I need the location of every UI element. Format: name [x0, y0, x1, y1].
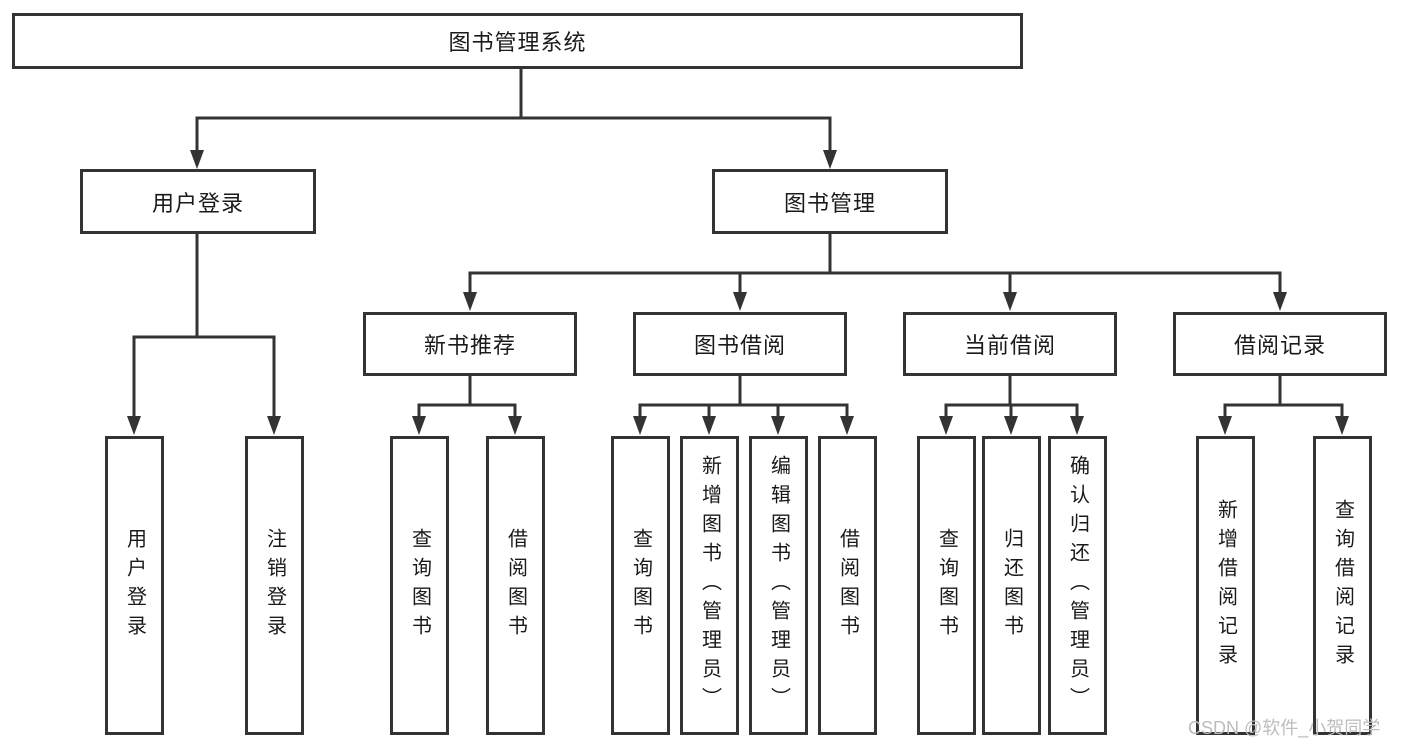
leaf-label: 查询图书: [935, 527, 958, 644]
leaf-label: 查询图书: [408, 527, 431, 644]
connector-line: [132, 335, 276, 417]
leaf-label: 注销登录: [263, 527, 286, 644]
arrowhead: [1004, 416, 1018, 435]
leaf-query-borrow-record: 查询借阅记录: [1313, 436, 1372, 735]
arrowhead: [771, 416, 785, 435]
node-user-login-group: 用户登录: [80, 169, 316, 234]
leaf-label: 查询图书: [629, 527, 652, 644]
leaf-label: 归还图书: [1000, 527, 1023, 644]
node-label: 用户登录: [151, 190, 244, 216]
arrowhead: [190, 150, 204, 169]
leaf-label: 借阅图书: [504, 527, 527, 644]
arrowhead: [733, 292, 747, 311]
leaf-label: 编辑图书（管理员）: [767, 455, 790, 716]
arrowhead: [702, 416, 716, 435]
node-label: 图书管理: [783, 190, 876, 216]
arrowhead: [633, 416, 647, 435]
arrowhead: [508, 416, 522, 435]
connector-line: [468, 271, 1282, 293]
leaf-borrow-books-2: 借阅图书: [818, 436, 877, 735]
node-root-label: 图书管理系统: [448, 30, 587, 55]
leaf-label: 用户登录: [123, 527, 146, 644]
leaf-edit-book-admin: 编辑图书（管理员）: [749, 436, 808, 735]
leaf-return-book: 归还图书: [982, 436, 1041, 735]
node-label: 当前借阅: [963, 333, 1056, 358]
leaf-logout: 注销登录: [245, 436, 304, 735]
node-label: 新书推荐: [423, 333, 516, 358]
arrowhead: [463, 292, 477, 311]
leaf-label: 查询借阅记录: [1331, 498, 1354, 673]
leaf-label: 确认归还（管理员）: [1066, 455, 1089, 716]
leaf-borrow-books-1: 借阅图书: [486, 436, 545, 735]
leaf-query-books-1: 查询图书: [390, 436, 449, 735]
arrowhead: [1003, 292, 1017, 311]
leaf-label: 新增图书（管理员）: [698, 455, 721, 716]
node-label: 图书借阅: [693, 333, 786, 358]
node-borrow-records: 借阅记录: [1173, 312, 1387, 376]
connector-line: [195, 116, 832, 151]
leaf-label: 新增借阅记录: [1214, 498, 1237, 673]
leaf-query-books-3: 查询图书: [917, 436, 976, 735]
node-book-management-group: 图书管理: [712, 169, 948, 234]
leaf-label: 借阅图书: [836, 527, 859, 644]
node-root: 图书管理系统: [12, 13, 1023, 69]
leaf-confirm-return-admin: 确认归还（管理员）: [1048, 436, 1107, 735]
node-book-borrow: 图书借阅: [633, 312, 847, 376]
node-new-book-recommend: 新书推荐: [363, 312, 577, 376]
connector-line: [417, 403, 517, 417]
arrowhead: [127, 416, 141, 435]
node-current-borrow: 当前借阅: [903, 312, 1117, 376]
leaf-add-borrow-record: 新增借阅记录: [1196, 436, 1255, 735]
arrowhead: [1273, 292, 1287, 311]
watermark: CSDN @软件_小贺同学: [1188, 718, 1381, 738]
connector-line: [1223, 403, 1344, 417]
leaf-query-books-2: 查询图书: [611, 436, 670, 735]
arrowhead: [267, 416, 281, 435]
arrowhead: [939, 416, 953, 435]
arrowhead: [840, 416, 854, 435]
arrowhead: [412, 416, 426, 435]
arrowhead: [823, 150, 837, 169]
connector-line: [638, 403, 849, 417]
arrowhead: [1335, 416, 1349, 435]
leaf-add-book-admin: 新增图书（管理员）: [680, 436, 739, 735]
arrowhead: [1218, 416, 1232, 435]
node-label: 借阅记录: [1233, 333, 1326, 358]
leaf-user-login: 用户登录: [105, 436, 164, 735]
arrowhead: [1070, 416, 1084, 435]
